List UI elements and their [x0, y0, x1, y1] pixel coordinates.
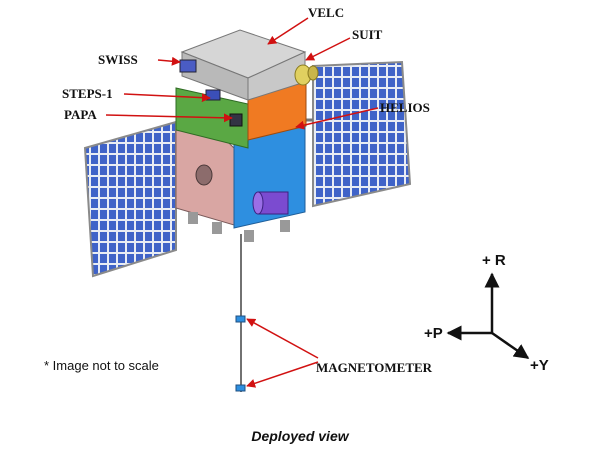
- coordinate-axes: [446, 272, 530, 360]
- label-steps1: STEPS-1: [62, 86, 113, 101]
- leader-lines: [105, 17, 379, 388]
- label-velc: VELC: [308, 5, 345, 20]
- magnetometer-cylinder: [252, 191, 289, 215]
- figure-caption: Deployed view: [251, 428, 349, 444]
- axis-label-p: +P: [424, 325, 443, 342]
- label-helios: HELIOS: [380, 100, 430, 115]
- label-swiss: SWISS: [98, 52, 138, 67]
- label-magnetometer: MAGNETOMETER: [316, 360, 433, 375]
- right-solar-array: [295, 60, 412, 208]
- axis-label-r: + R: [482, 252, 506, 269]
- label-suit: SUIT: [352, 27, 383, 42]
- spacecraft-bus: [175, 29, 319, 242]
- magnetometer-boom: [235, 234, 246, 392]
- scale-note: * Image not to scale: [44, 358, 159, 373]
- label-papa: PAPA: [64, 107, 97, 122]
- swiss-instrument: [179, 59, 197, 73]
- axis-label-y: +Y: [530, 357, 549, 374]
